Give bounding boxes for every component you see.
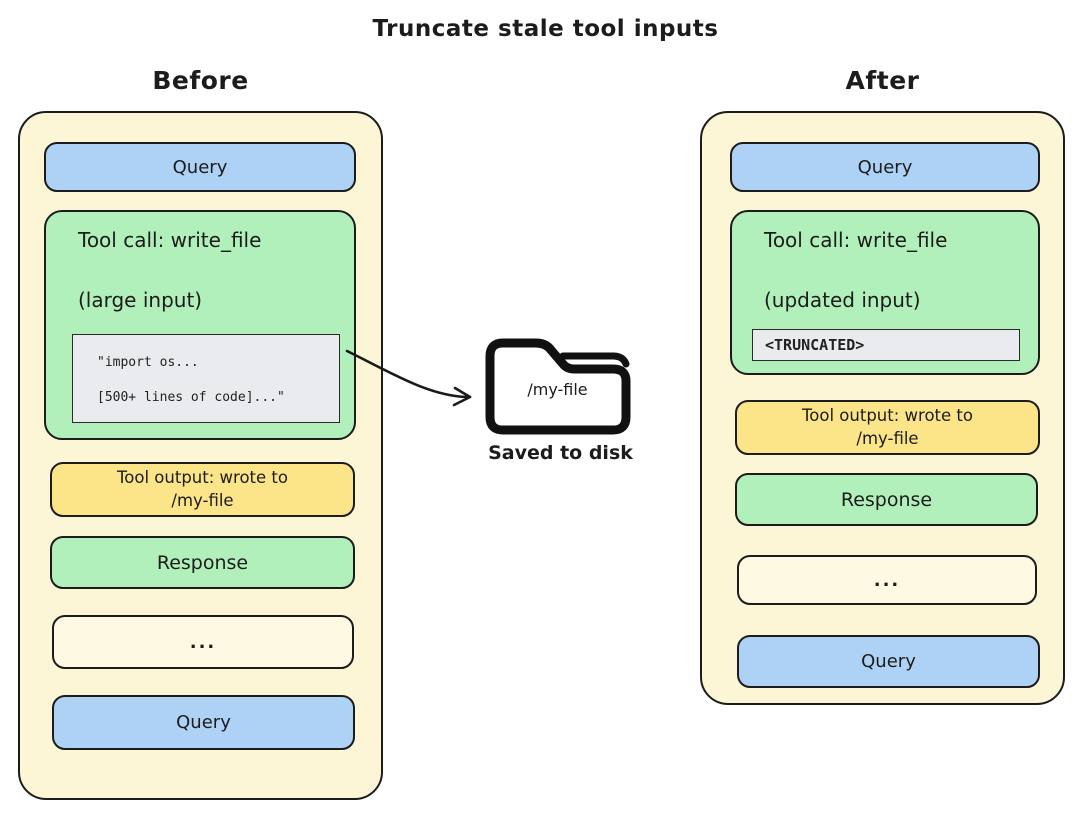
arrow-and-folder-art — [345, 338, 631, 435]
message-label: ... — [189, 631, 217, 653]
code-snippet: "import os... [500+ lines of code]..." — [72, 334, 340, 423]
after-response-message: Response — [735, 473, 1038, 526]
message-label: Tool output: wrote to /my-file — [802, 405, 973, 450]
message-label: Query — [172, 156, 228, 178]
before-query-top-message: Query — [44, 142, 356, 192]
message-label: Response — [840, 488, 933, 511]
truncated-snippet: <TRUNCATED> — [752, 329, 1020, 361]
after-label: After — [845, 66, 920, 95]
before-ellipsis-message: ... — [52, 615, 354, 669]
code-line: "import os... — [97, 355, 199, 370]
after-tool-call-message: Tool call: write_file (updated input) <T… — [730, 210, 1040, 375]
tool-output-line1: Tool output: wrote to — [117, 468, 288, 488]
message-label: ... — [873, 569, 901, 591]
tool-output-line1: Tool output: wrote to — [802, 406, 973, 426]
after-query-bottom-message: Query — [737, 635, 1040, 688]
tool-call-title: Tool call: write_file — [764, 228, 948, 252]
before-query-bottom-message: Query — [52, 695, 355, 750]
before-tool-output-message: Tool output: wrote to /my-file — [50, 462, 355, 517]
message-label: Response — [156, 551, 249, 574]
after-tool-output-message: Tool output: wrote to /my-file — [735, 400, 1040, 455]
code-line: [500+ lines of code]..." — [97, 390, 285, 405]
message-label: Query — [176, 712, 231, 733]
before-response-message: Response — [50, 536, 355, 589]
tool-output-line2: /my-file — [171, 490, 234, 510]
after-query-top-message: Query — [730, 142, 1040, 192]
before-panel: Query Tool call: write_file (large input… — [18, 111, 383, 800]
arrow-icon — [345, 349, 472, 407]
tool-output-line2: /my-file — [856, 428, 919, 448]
tool-call-subtitle: (large input) — [78, 288, 203, 312]
folder-label: /my-file — [527, 379, 588, 399]
message-label: Query — [861, 651, 916, 672]
tool-call-subtitle: (updated input) — [764, 288, 921, 312]
page-title: Truncate stale tool inputs — [372, 16, 719, 42]
folder-icon — [485, 338, 631, 435]
before-label: Before — [152, 66, 249, 95]
saved-to-disk-caption: Saved to disk — [488, 442, 633, 464]
after-ellipsis-message: ... — [737, 555, 1037, 605]
tool-call-title: Tool call: write_file — [78, 228, 262, 252]
message-label: Tool output: wrote to /my-file — [117, 467, 288, 512]
before-tool-call-message: Tool call: write_file (large input) "imp… — [44, 210, 356, 440]
after-panel: Query Tool call: write_file (updated inp… — [700, 111, 1065, 705]
message-label: Query — [857, 156, 913, 178]
